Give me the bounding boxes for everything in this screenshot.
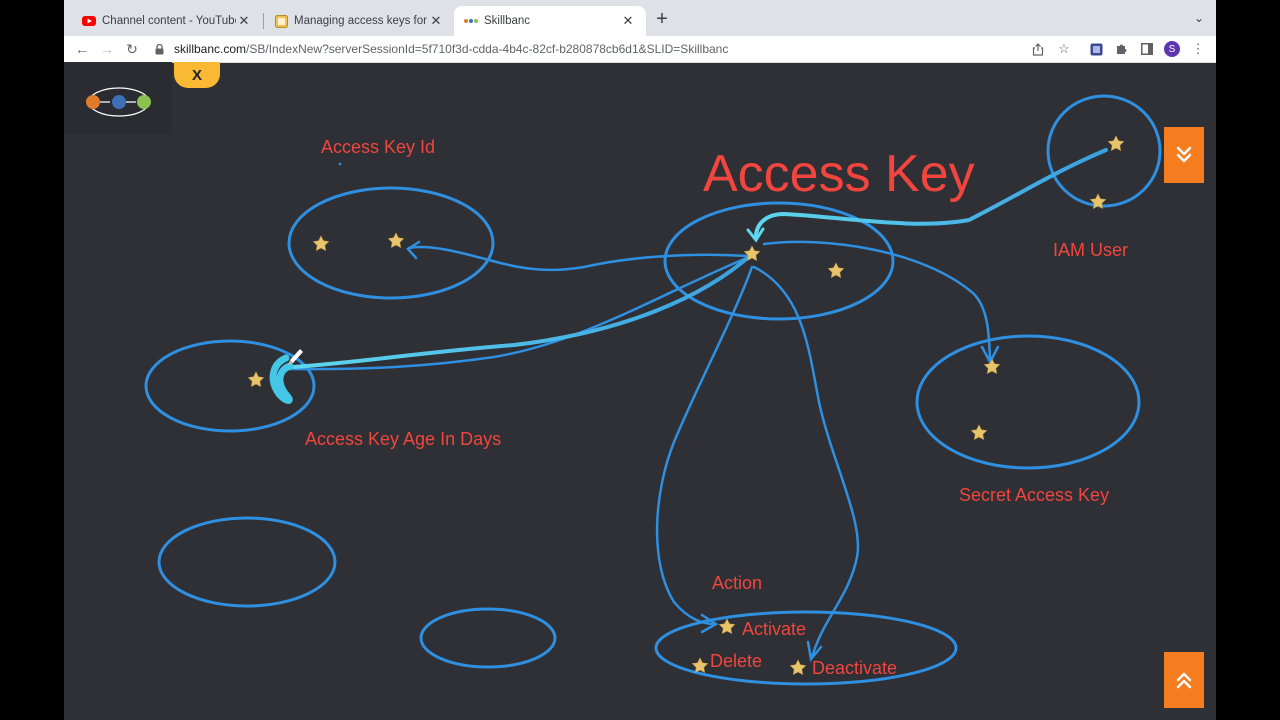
star-icon bbox=[1089, 193, 1107, 210]
star-icon bbox=[312, 235, 330, 252]
new-tab-button[interactable]: + bbox=[656, 8, 668, 30]
cyan-key-to-age bbox=[292, 252, 754, 369]
star-icon bbox=[743, 245, 761, 262]
star-icon bbox=[387, 232, 405, 249]
browser-toolbar: ← → ↻ skillbanc.com/SB/IndexNew?serverSe… bbox=[64, 36, 1216, 63]
lock-icon bbox=[152, 43, 166, 55]
skillbanc-logo bbox=[64, 62, 172, 134]
label-delete: Delete bbox=[710, 651, 763, 671]
browser-window: Channel content - YouTube Studio ✕ Manag… bbox=[64, 0, 1216, 720]
close-tab-icon[interactable]: ✕ bbox=[238, 13, 250, 28]
ellipse-empty-2 bbox=[419, 607, 557, 669]
cyan-arrow-age-scribble bbox=[269, 354, 294, 404]
ellipse-access-key-age bbox=[144, 339, 316, 433]
label-action: Action bbox=[712, 573, 763, 593]
star-icon bbox=[247, 371, 265, 388]
avatar: S bbox=[1164, 41, 1180, 57]
aws-docs-icon bbox=[274, 14, 288, 28]
ellipse-iam-user bbox=[1046, 94, 1162, 208]
label-access-key-id: Access Key Id bbox=[321, 137, 436, 157]
curve-key-to-secret bbox=[762, 240, 992, 362]
star-icon bbox=[718, 618, 736, 635]
double-chevron-down-icon bbox=[1176, 146, 1192, 163]
bookmark-star-icon[interactable]: ☆ bbox=[1058, 41, 1070, 56]
star-icon bbox=[827, 262, 845, 279]
collapse-down-button[interactable] bbox=[1164, 127, 1204, 183]
extensions-puzzle-icon[interactable] bbox=[1113, 41, 1129, 57]
star-icon bbox=[691, 657, 709, 674]
tab-separator bbox=[263, 13, 264, 29]
star-icon bbox=[789, 659, 807, 676]
curve-key-to-deactivate bbox=[752, 265, 860, 659]
label-secret-access-key: Secret Access Key bbox=[959, 485, 1110, 505]
ellipse-action bbox=[654, 610, 958, 686]
whiteboard-drawing bbox=[144, 94, 1162, 686]
forward-arrow-icon[interactable]: → bbox=[100, 41, 114, 57]
back-arrow-icon[interactable]: ← bbox=[75, 41, 89, 57]
youtube-icon bbox=[82, 14, 96, 28]
curve-key-to-key-id bbox=[407, 245, 750, 272]
pen-cursor-icon bbox=[288, 349, 303, 365]
extension-tile-icon[interactable] bbox=[1088, 41, 1104, 57]
label-deactivate: Deactivate bbox=[812, 658, 898, 678]
close-tab-icon[interactable]: ✕ bbox=[622, 13, 634, 28]
tab-skillbanc[interactable]: Skillbanc ✕ bbox=[454, 6, 646, 36]
tab-managing-access-keys[interactable]: Managing access keys for IAM users ✕ bbox=[264, 6, 454, 36]
tab-title: Skillbanc bbox=[484, 15, 531, 27]
ellipse-access-key-id bbox=[287, 186, 495, 300]
ellipse-access-key bbox=[663, 201, 895, 321]
label-activate: Activate bbox=[742, 619, 807, 639]
star-icon bbox=[970, 424, 988, 441]
close-tab-icon[interactable]: ✕ bbox=[430, 13, 442, 28]
tab-strip: Channel content - YouTube Studio ✕ Manag… bbox=[64, 0, 1216, 36]
browser-menu-icon[interactable]: ⋮ bbox=[1191, 41, 1205, 56]
url-path: /SB/IndexNew?serverSessionId=5f710f3d-cd… bbox=[246, 42, 729, 56]
label-iam-user: IAM User bbox=[1053, 240, 1129, 260]
board-title: Access Key bbox=[703, 145, 975, 203]
expand-up-button[interactable] bbox=[1164, 652, 1204, 708]
ellipse-empty-1 bbox=[157, 516, 337, 608]
side-panel-icon[interactable] bbox=[1139, 41, 1155, 57]
close-button[interactable]: X bbox=[174, 62, 220, 88]
whiteboard-canvas[interactable]: X bbox=[64, 62, 1216, 720]
cyan-iam-to-key bbox=[754, 148, 1108, 239]
star-icon bbox=[983, 358, 1001, 375]
arrow-activate bbox=[700, 613, 719, 634]
arrow-key-id bbox=[406, 240, 421, 260]
tab-search-chevron-icon[interactable]: ⌄ bbox=[1193, 11, 1204, 25]
star-icon bbox=[1107, 135, 1125, 152]
curve-key-to-activate bbox=[655, 265, 754, 626]
tab-title: Channel content - YouTube Studio bbox=[102, 15, 236, 27]
ellipse-secret-access-key bbox=[915, 334, 1141, 470]
double-chevron-up-icon bbox=[1176, 672, 1192, 689]
skillbanc-icon bbox=[464, 14, 478, 28]
curve-key-to-age-thin bbox=[282, 255, 751, 371]
profile-avatar[interactable]: S bbox=[1164, 41, 1180, 57]
tab-youtube-studio[interactable]: Channel content - YouTube Studio ✕ bbox=[72, 6, 262, 36]
address-bar[interactable]: skillbanc.com/SB/IndexNew?serverSessionI… bbox=[152, 38, 1052, 60]
arrow-secret bbox=[980, 345, 1000, 365]
share-icon[interactable] bbox=[1030, 41, 1046, 57]
arrow-deactivate bbox=[806, 640, 823, 662]
reload-icon[interactable]: ↻ bbox=[126, 41, 138, 57]
label-access-key-age: Access Key Age In Days bbox=[305, 429, 502, 449]
url-domain: skillbanc.com bbox=[174, 42, 247, 56]
cyan-arrow-key bbox=[746, 227, 765, 243]
tab-title: Managing access keys for IAM users bbox=[294, 15, 428, 27]
